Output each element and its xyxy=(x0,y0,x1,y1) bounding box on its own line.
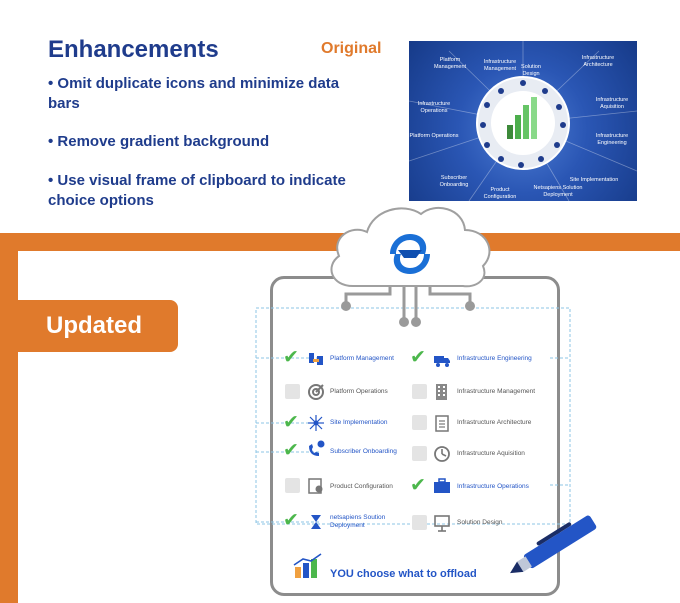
unchecked-box[interactable] xyxy=(285,478,300,493)
item-platform-operations[interactable]: Platform Operations xyxy=(330,388,388,395)
item-site-implementation[interactable]: Site Implementation xyxy=(330,419,388,426)
item-subscriber-onboarding[interactable]: Subscriber Onboarding xyxy=(330,448,397,455)
item-solution-design[interactable]: Solution Design xyxy=(457,519,503,526)
footer-tagline: YOU choose what to offload xyxy=(330,568,477,580)
handshake-icon xyxy=(309,353,323,365)
bullet-1: • Omit duplicate icons and minimize data… xyxy=(48,75,340,112)
building-icon xyxy=(436,384,447,400)
original-diagram-image: Platform Management Infrastructure Manag… xyxy=(409,41,637,201)
orig-label-infrastructure-engineering: Infrastructure Engineering xyxy=(595,133,629,146)
network-icon xyxy=(308,415,324,431)
orig-label-solution-design: Solution Design xyxy=(521,64,541,77)
unchecked-box[interactable] xyxy=(285,384,300,399)
hourglass-icon xyxy=(311,515,321,529)
clock-icon xyxy=(434,446,450,462)
clipboard-list-icon xyxy=(435,415,449,432)
updated-label: Updated xyxy=(46,312,142,339)
check-icon: ✔ xyxy=(410,475,426,496)
unchecked-box[interactable] xyxy=(412,384,427,399)
original-wheel-graphic xyxy=(409,41,637,201)
check-icon: ✔ xyxy=(283,412,299,433)
cloud-logo xyxy=(330,206,491,288)
original-label: Original xyxy=(321,40,382,57)
orig-label-infrastructure-aquisition: Infrastructure Aquisition xyxy=(595,97,629,110)
unchecked-box[interactable] xyxy=(412,415,427,430)
orig-label-product-configuration: Product Configuration xyxy=(483,187,517,200)
enhancements-title: Enhancements xyxy=(48,36,219,63)
orig-label-infrastructure-architecture: Infrastructure Architecture xyxy=(581,55,615,68)
bullet-3: • Use visual frame of clipboard to indic… xyxy=(48,172,346,209)
company-logo-icon xyxy=(390,234,430,274)
clipboard-frame xyxy=(270,276,560,596)
orig-label-subscriber-onboarding: Subscriber Onboarding xyxy=(439,175,469,188)
item-netsapiens-deployment[interactable]: netsapiens Soution Deployment xyxy=(330,514,386,529)
growth-chart-icon xyxy=(293,553,322,578)
truck-icon xyxy=(434,356,450,367)
settings-doc-icon xyxy=(308,478,323,494)
unchecked-box[interactable] xyxy=(412,515,427,530)
item-infrastructure-aquisition[interactable]: Infrastructure Aquisition xyxy=(457,450,525,457)
orig-label-platform-management: Platform Management xyxy=(433,57,467,70)
unchecked-box[interactable] xyxy=(412,446,427,461)
orig-label-netsapiens-deployment: Netsapiens Solution Deployment xyxy=(533,185,583,198)
presentation-icon xyxy=(434,515,450,532)
item-infrastructure-management[interactable]: Infrastructure Management xyxy=(457,388,536,395)
item-product-configuration[interactable]: Product Configuration xyxy=(330,483,393,490)
item-infrastructure-engineering[interactable]: Infrastructure Engineering xyxy=(457,355,532,362)
check-icon: ✔ xyxy=(283,440,299,461)
briefcase-icon xyxy=(434,478,450,493)
bullet-2: • Remove gradient background xyxy=(48,133,270,150)
updated-tab xyxy=(18,300,178,352)
check-icon: ✔ xyxy=(283,510,299,531)
orig-label-platform-operations: Platform Operations xyxy=(409,133,459,139)
item-platform-management[interactable]: Platform Management xyxy=(330,355,394,362)
target-icon xyxy=(308,384,324,400)
item-infrastructure-architecture[interactable]: Infrastructure Architecture xyxy=(457,419,532,426)
check-icon: ✔ xyxy=(283,347,299,368)
phone-chat-icon xyxy=(309,440,325,456)
orig-label-site-implementation: Site Implementation xyxy=(569,177,619,183)
orig-label-infrastructure-operations: Infrastructure Operations xyxy=(417,101,451,114)
orange-band-left xyxy=(0,233,18,603)
item-infrastructure-operations[interactable]: Infrastructure Operations xyxy=(457,483,529,490)
check-icon: ✔ xyxy=(410,347,426,368)
orig-label-infrastructure-management: Infrastructure Management xyxy=(483,59,517,72)
pen-icon xyxy=(510,515,597,574)
